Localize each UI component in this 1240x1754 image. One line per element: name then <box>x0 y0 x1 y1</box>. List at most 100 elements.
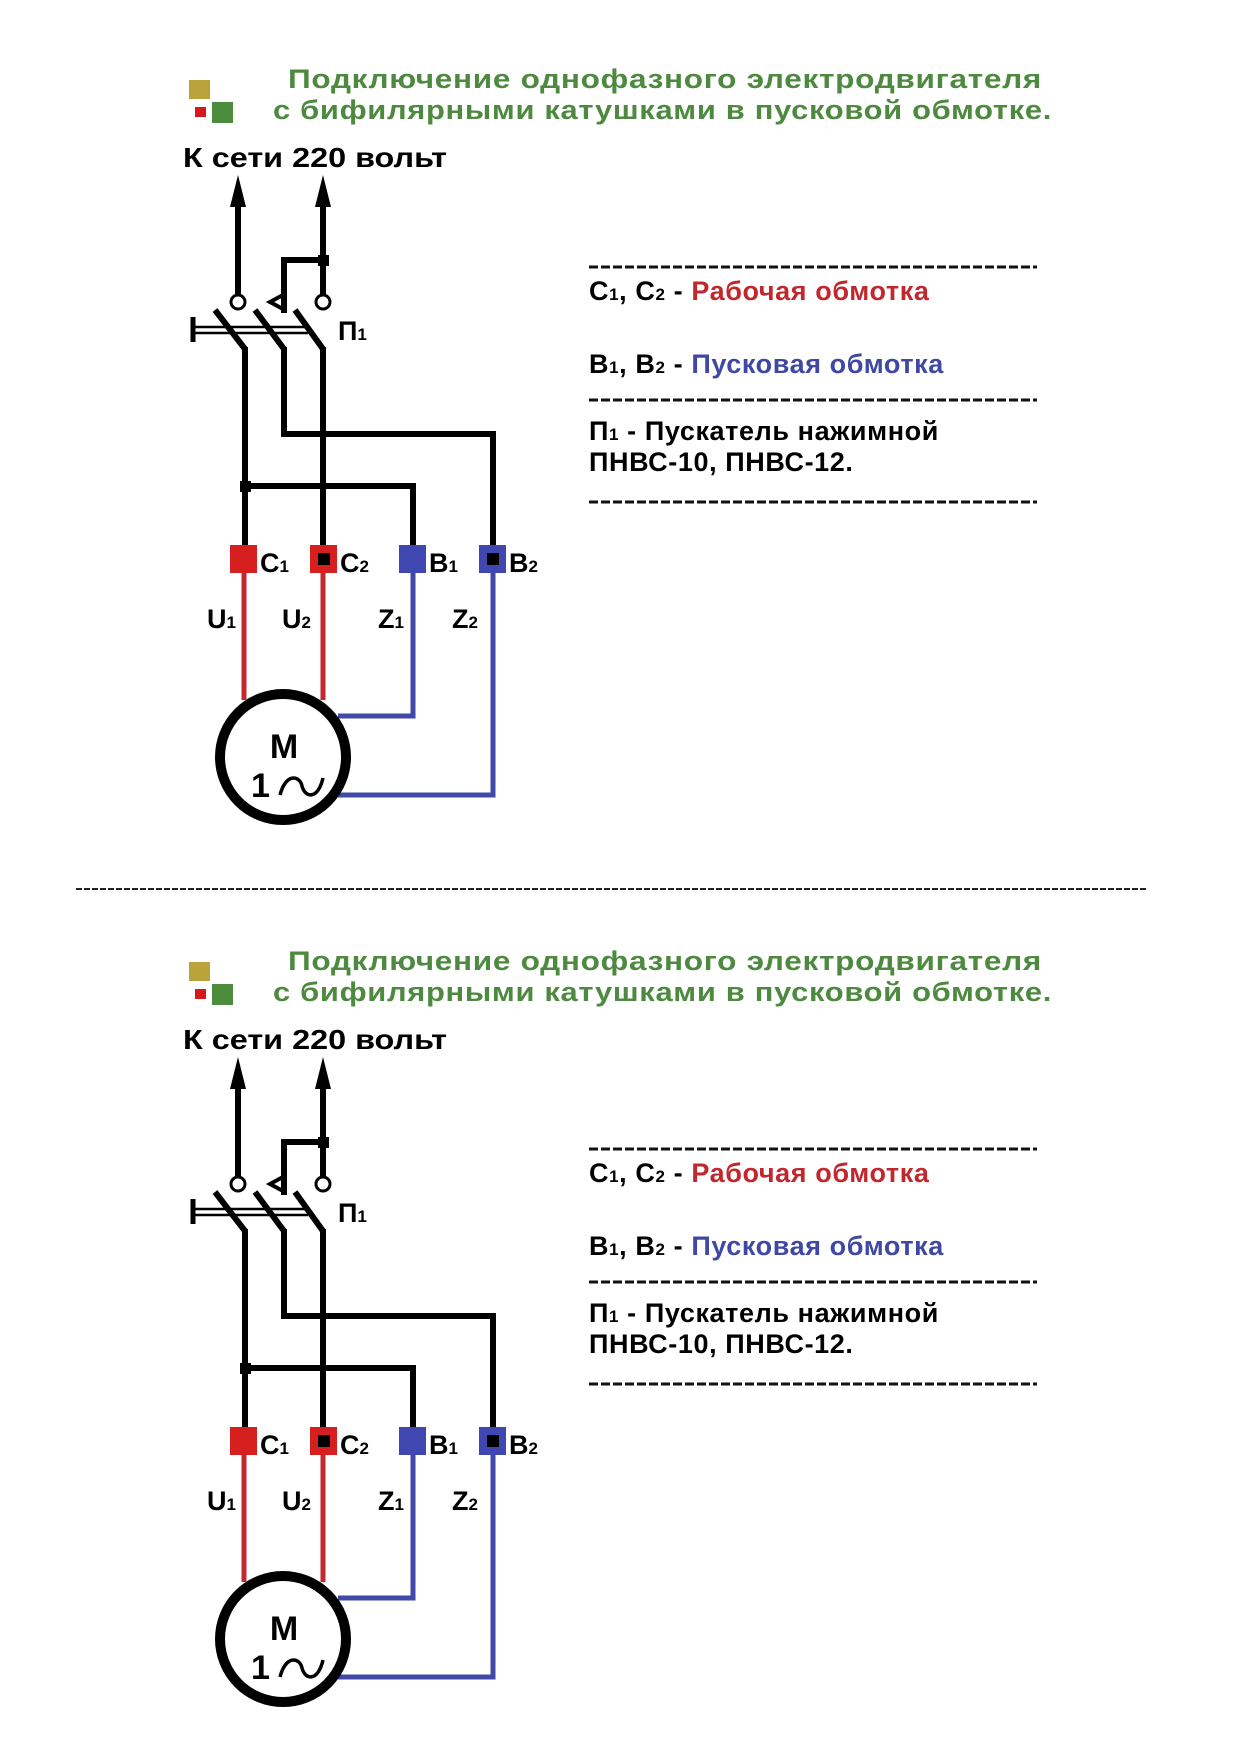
wire-b2 <box>281 1229 496 1429</box>
wire-label-z1-sub: 1 <box>395 613 404 632</box>
wire-label-z2: Z2 <box>452 604 478 634</box>
terminal-marker <box>318 553 330 565</box>
terminal-label-main: B <box>429 548 449 578</box>
terminal-b2: B2 <box>479 545 538 578</box>
terminal-label: B2 <box>509 1430 538 1460</box>
legend-start-winding: B1, B2 - Пусковая обмотка <box>589 1231 944 1261</box>
terminal-label-sub: 2 <box>360 557 369 576</box>
terminal-label-main: C <box>340 548 360 578</box>
legend-key: C <box>635 276 655 306</box>
legend-key: 2 <box>655 358 665 377</box>
terminal-label: C1 <box>260 1430 289 1460</box>
legend-work-winding: C1, C2 - Рабочая обмотка <box>589 1158 930 1188</box>
legend-work-winding: C1, C2 - Рабочая обмотка <box>589 276 930 306</box>
legend-key: , <box>619 1158 635 1188</box>
switch-blade-1 <box>212 308 248 351</box>
wire-label-u1: U1 <box>207 604 236 634</box>
supply-arrow-icon-2 <box>315 175 331 207</box>
motor-phase: 1 <box>251 1649 270 1687</box>
logo-icon <box>189 80 233 123</box>
motor-letter: M <box>270 728 298 766</box>
terminal-c1: C1 <box>230 545 289 578</box>
wire-label-z2-sub: 2 <box>469 1495 478 1514</box>
legend-starter-text: - Пускатель нажимной <box>619 1298 939 1328</box>
switch-label: П1 <box>338 316 367 346</box>
wire-label-z1-main: Z <box>378 1486 395 1516</box>
diagram-block-top: Подключение однофазного электродвигателя… <box>183 64 1052 825</box>
wire-z1 <box>338 573 416 719</box>
motor-icon <box>215 689 351 825</box>
title-line-2: с бифилярными катушками в пусковой обмот… <box>273 977 1052 1007</box>
wire-label-u2-main: U <box>282 604 302 634</box>
legend-key: П <box>589 416 609 446</box>
terminal-label-sub: 1 <box>280 557 289 576</box>
contact-circle-1 <box>229 1175 247 1193</box>
legend-key: 2 <box>655 285 665 304</box>
terminal-marker <box>487 1435 499 1447</box>
wire-z2 <box>338 573 496 798</box>
network-label: К сети 220 вольт <box>183 142 447 173</box>
legend-key: - <box>666 349 692 379</box>
terminal-label-sub: 2 <box>360 1439 369 1458</box>
wire-label-u1-sub: 1 <box>227 1495 236 1514</box>
terminal-label: C2 <box>340 548 369 578</box>
terminal-label: B1 <box>429 548 458 578</box>
legend-starter-line-1: П1 - Пускатель нажимной <box>589 1298 939 1328</box>
terminal-b1: B1 <box>399 545 458 578</box>
terminal-label-sub: 1 <box>449 1439 458 1458</box>
logo-icon <box>189 962 233 1005</box>
terminal-label-main: B <box>429 1430 449 1460</box>
logo-square-olive <box>189 962 210 981</box>
terminal-marker <box>318 1435 330 1447</box>
logo-square-green <box>212 984 233 1005</box>
motor-icon <box>215 1571 351 1707</box>
ac-symbol-icon <box>278 776 325 797</box>
network-label: К сети 220 вольт <box>183 1024 447 1055</box>
supply-arrow-icon-1 <box>230 1057 246 1089</box>
legend-start-winding: B1, B2 - Пусковая обмотка <box>589 349 944 379</box>
switch-blade-2 <box>252 1190 287 1233</box>
legend-key: , <box>619 349 635 379</box>
legend-work-text: Рабочая обмотка <box>691 1158 930 1188</box>
terminal-block <box>399 1427 426 1455</box>
legend-key: C <box>635 1158 655 1188</box>
terminal-block <box>230 1427 257 1455</box>
legend-key: C <box>589 276 609 306</box>
contact-circle-2 <box>314 293 332 311</box>
junction-dot <box>318 1137 329 1148</box>
legend-starter-line-2: ПНВС-10, ПНВС-12. <box>589 1329 854 1359</box>
wire-b1 <box>245 1365 416 1429</box>
wire-label-u1-main: U <box>207 604 227 634</box>
legend-starter-line-2: ПНВС-10, ПНВС-12. <box>589 447 854 477</box>
contact-circle-1 <box>229 293 247 311</box>
terminal-label: C1 <box>260 548 289 578</box>
legend-starter-text: - Пускатель нажимной <box>619 416 939 446</box>
wire-label-u2-main: U <box>282 1486 302 1516</box>
supply-arrow-icon-2 <box>315 1057 331 1089</box>
logo-square-red <box>195 989 206 999</box>
wire-label-z1-main: Z <box>378 604 395 634</box>
terminal-b1: B1 <box>399 1427 458 1460</box>
wire-z2 <box>338 1455 496 1680</box>
title-line-2: с бифилярными катушками в пусковой обмот… <box>273 95 1052 125</box>
switch-label-main: П <box>338 316 357 346</box>
legend-key: , <box>619 1231 635 1261</box>
legend-key: B <box>589 349 609 379</box>
contact-triangle-icon <box>265 1173 285 1195</box>
legend-key: B <box>635 349 655 379</box>
wire-label-z2: Z2 <box>452 1486 478 1516</box>
legend-key: - <box>666 1158 692 1188</box>
switch-label: П1 <box>338 1198 367 1228</box>
legend-key: - <box>666 1231 692 1261</box>
wire-b2 <box>281 347 496 547</box>
legend-work-text: Рабочая обмотка <box>691 276 930 306</box>
terminal-label-main: B <box>509 1430 529 1460</box>
legend-key-sub: 1 <box>609 425 619 444</box>
terminal-marker <box>487 553 499 565</box>
terminal-label-main: C <box>340 1430 360 1460</box>
terminal-label: B1 <box>429 1430 458 1460</box>
contact-triangle-icon <box>265 291 285 313</box>
legend-key-sub: 1 <box>609 1307 619 1326</box>
switch-blade-3 <box>292 308 326 351</box>
